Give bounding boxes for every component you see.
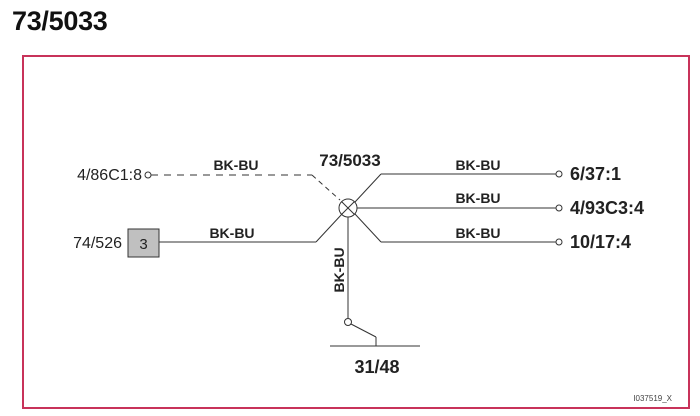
endpoint-10-17-terminal xyxy=(555,238,563,246)
wire-ground-color: BK-BU xyxy=(331,247,347,292)
wire-6-37-diagonal xyxy=(354,173,382,203)
connector-74-526-pin: 3 xyxy=(139,236,147,253)
endpoint-6-37-label: 6/37:1 xyxy=(570,164,621,184)
endpoint-10-17-label: 10/17:4 xyxy=(570,232,631,252)
wire-6-37-color: BK-BU xyxy=(455,157,500,173)
endpoint-4-93-terminal xyxy=(555,204,563,212)
ground-switch-arm xyxy=(350,323,377,338)
ground-terminal xyxy=(344,318,352,326)
wire-4-93-color: BK-BU xyxy=(455,190,500,206)
page-title: 73/5033 xyxy=(12,6,108,36)
endpoint-74-526-label: 74/526 xyxy=(73,235,122,252)
splice-label: 73/5033 xyxy=(319,151,380,170)
wire-10-17-color: BK-BU xyxy=(455,225,500,241)
wire-4-86-color: BK-BU xyxy=(213,157,258,173)
wire-74-526-color: BK-BU xyxy=(209,225,254,241)
connector-74-526 xyxy=(127,228,160,258)
figure-id: I037519_X xyxy=(633,394,672,403)
endpoint-4-86-terminal xyxy=(144,171,152,179)
endpoint-4-86-label: 4/86C1:8 xyxy=(77,167,142,184)
wire-74-526-diagonal xyxy=(315,213,343,243)
endpoint-6-37-terminal xyxy=(555,170,563,178)
endpoint-ground-label: 31/48 xyxy=(354,357,399,377)
wire-10-17-diagonal xyxy=(354,213,382,243)
endpoint-4-93-label: 4/93C3:4 xyxy=(570,198,644,218)
diagram-frame xyxy=(22,55,690,409)
splice-cross-2 xyxy=(341,201,355,215)
wire-4-86-diagonal xyxy=(311,174,341,201)
